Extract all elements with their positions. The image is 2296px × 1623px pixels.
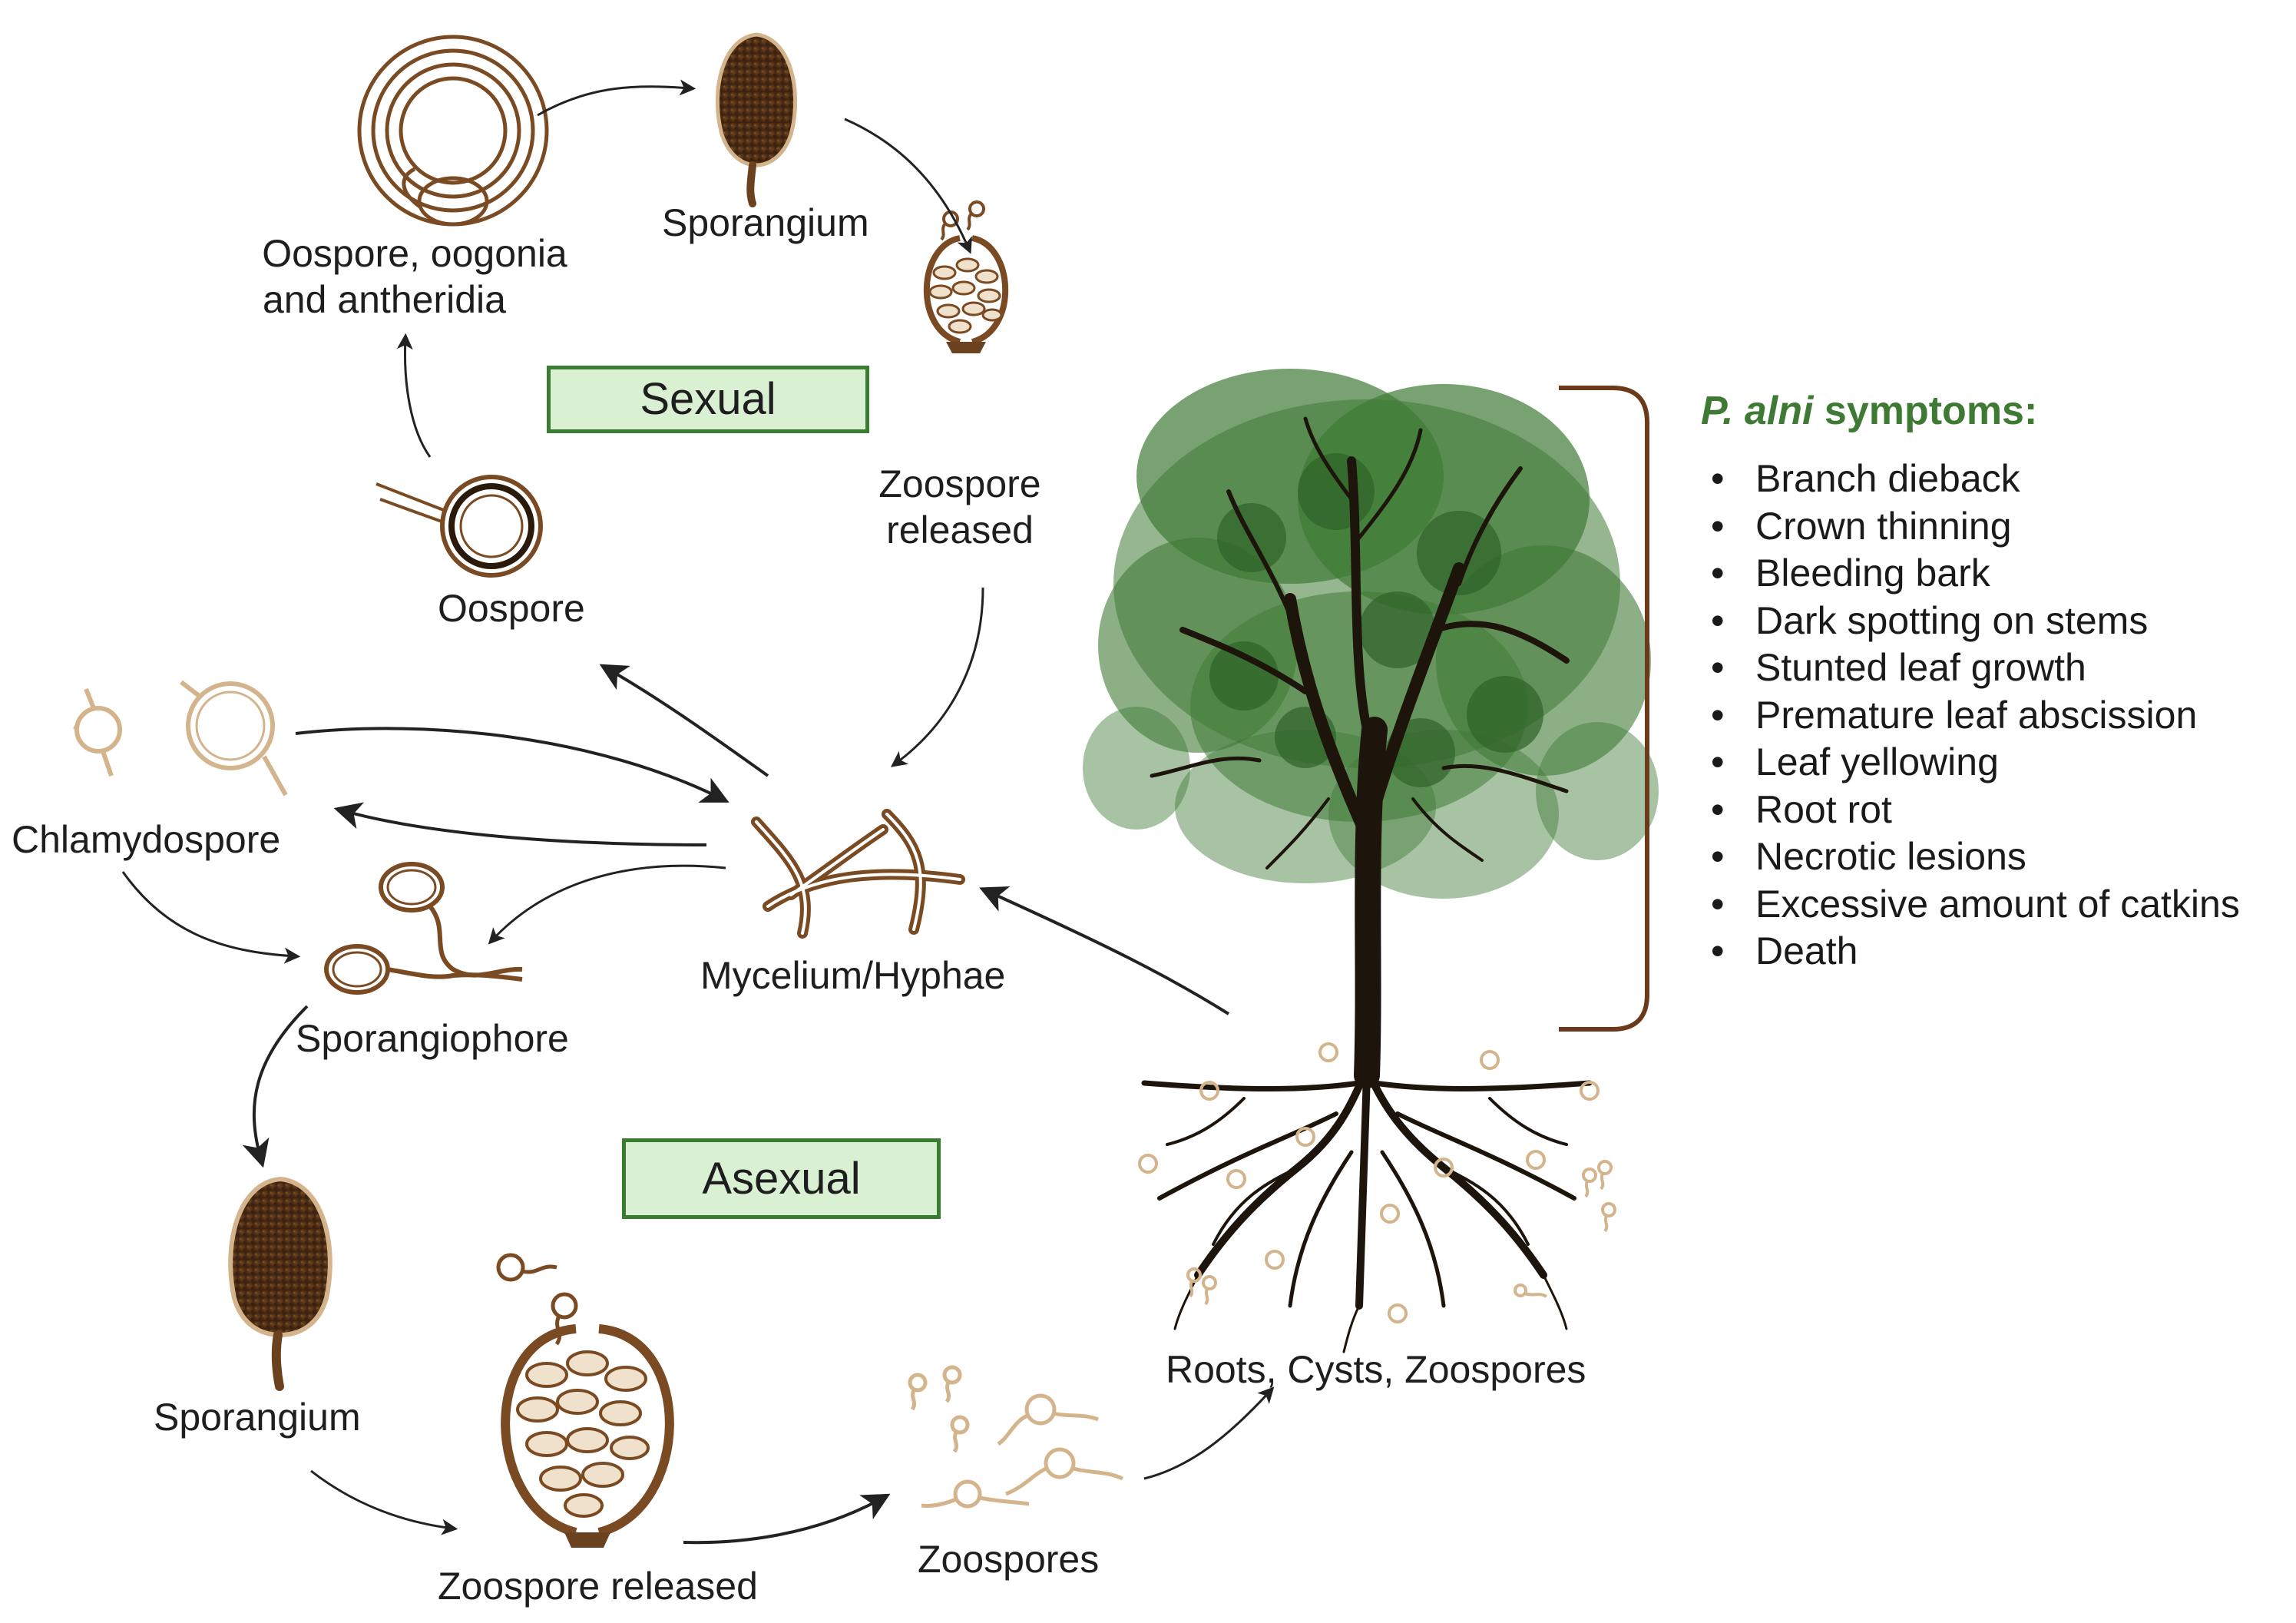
arrow-sporangium-to-zoospore-released	[310, 1469, 458, 1535]
arrows	[121, 79, 1275, 1545]
label-roots: Roots, Cysts, Zoospores	[1166, 1348, 1586, 1391]
arrow-chlamydospore-to-mycelium	[295, 727, 729, 803]
label-zoospore-released-top-line1: Zoospore	[878, 462, 1041, 505]
list-item: Bleeding bark	[1711, 550, 2240, 598]
arrow-tree-to-mycelium	[979, 886, 1230, 1015]
arrow-zoospores-to-roots	[1143, 1386, 1275, 1480]
list-item: Dark spotting on stems	[1711, 598, 2240, 645]
label-sporangiophore: Sporangiophore	[296, 1017, 569, 1060]
arrow-oospore-to-sporangium	[537, 79, 696, 117]
chlamydospore-icon	[73, 680, 288, 797]
symptoms-title-rest: symptoms:	[1813, 389, 2038, 433]
zoospore-release-icon	[923, 200, 1009, 353]
label-zoospores: Zoospores	[918, 1538, 1100, 1581]
label-sporangium-top: Sporangium	[662, 201, 869, 244]
bracket-icon	[1559, 386, 1649, 1032]
sporangium-icon	[228, 1176, 332, 1391]
oospore-oogonia-icon	[357, 35, 549, 227]
list-item: Premature leaf abscission	[1711, 692, 2240, 740]
list-item: Stunted leaf growth	[1711, 644, 2240, 692]
arrow-mycelium-to-chlamydospore	[333, 802, 707, 846]
arrow-released-to-zoospores	[683, 1493, 891, 1545]
stage-asexual: Asexual	[622, 1138, 941, 1219]
stage-sexual: Sexual	[547, 366, 869, 433]
label-sporangium-bottom: Sporangium	[154, 1396, 361, 1439]
list-item: Death	[1711, 928, 2240, 975]
label-oospore-oogonia-line1: Oospore, oogonia	[262, 232, 567, 275]
arrow-chlamydospore-to-sporangiophore	[121, 871, 301, 964]
oospore-icon	[375, 475, 543, 578]
zoospore-release-icon	[496, 1253, 674, 1548]
label-zoospore-released-top-line2: released	[886, 508, 1034, 551]
label-mycelium: Mycelium/Hyphae	[700, 954, 1006, 997]
label-chlamydospore: Chlamydospore	[12, 818, 281, 861]
arrow-zoospore-to-mycelium	[890, 587, 984, 767]
sporangiophore-icon	[324, 862, 523, 995]
arrow-oospore-up	[396, 333, 432, 458]
tree-icon	[1083, 369, 1659, 1353]
list-item: Crown thinning	[1711, 503, 2240, 551]
symptoms-list: Branch dieback Crown thinning Bleeding b…	[1711, 455, 2240, 975]
list-item: Leaf yellowing	[1711, 739, 2240, 787]
symptoms-title: P. alni symptoms:	[1701, 388, 2037, 434]
symptoms-title-species: P. alni	[1701, 389, 1814, 433]
list-item: Necrotic lesions	[1711, 833, 2240, 881]
arrow-mycelium-to-oospore	[599, 664, 769, 777]
arrow-sporangium-to-zoospore	[844, 118, 972, 254]
label-zoospore-released-top: Zoospore released	[860, 461, 1060, 553]
list-item: Root rot	[1711, 787, 2240, 834]
label-oospore: Oospore	[438, 587, 585, 630]
arrow-mycelium-to-sporangiophore	[488, 864, 726, 945]
arrow-sporangiophore-to-sporangium	[242, 1005, 309, 1168]
list-item: Branch dieback	[1711, 455, 2240, 503]
zoospores-icon	[908, 1365, 1124, 1509]
sporangium-icon	[715, 32, 798, 207]
label-zoospore-released-bottom: Zoospore released	[438, 1565, 758, 1608]
list-item: Excessive amount of catkins	[1711, 881, 2240, 929]
label-oospore-oogonia: Oospore, oogonia and antheridia	[253, 230, 576, 323]
label-oospore-oogonia-line2: and antheridia	[263, 278, 506, 321]
mycelium-icon	[751, 809, 965, 939]
